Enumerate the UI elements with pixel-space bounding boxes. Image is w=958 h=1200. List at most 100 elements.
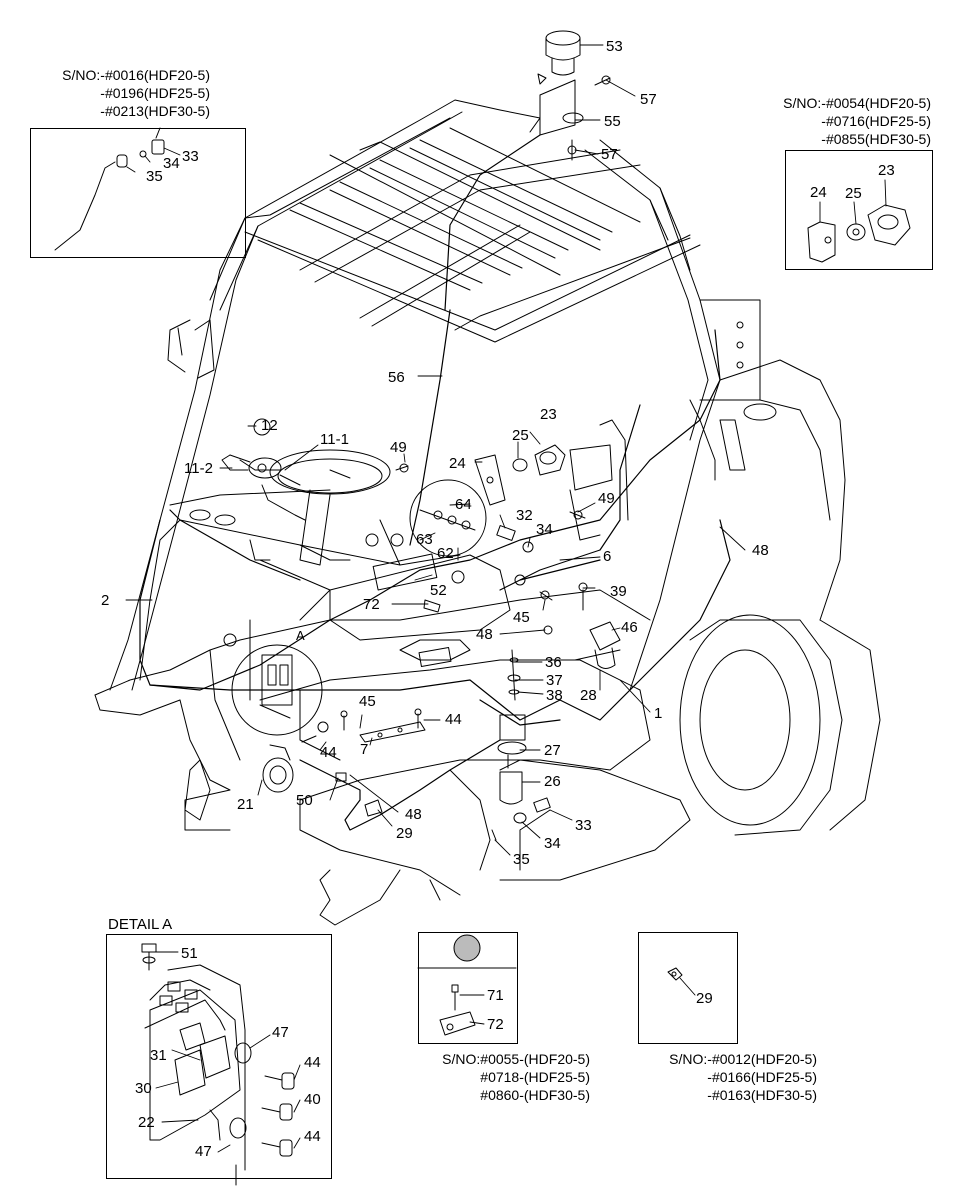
inset-top-left-art (55, 128, 164, 250)
callout-45: 45 (359, 693, 376, 710)
callout-49: 49 (390, 439, 407, 456)
serial-line: -#0213(HDF30-5) (100, 103, 210, 119)
callout-27: 27 (544, 742, 561, 759)
callout-38: 38 (546, 687, 563, 704)
detail-callout-47: 47 (272, 1024, 289, 1041)
callout-56: 56 (388, 369, 405, 386)
callout-11-2: 11-2 (184, 460, 213, 477)
callout-55: 55 (604, 113, 621, 130)
detail-a-art (142, 944, 294, 1185)
serial-line: -#0855(HDF30-5) (821, 131, 931, 147)
callout-49: 49 (598, 490, 615, 507)
callout-12: 12 (261, 417, 278, 434)
callout-1: 1 (654, 705, 663, 722)
serial-note-bottom-right: S/NO:-#0012(HDF20-5) -#0166(HDF25-5) -#0… (637, 1050, 817, 1104)
callout-57: 57 (640, 91, 657, 108)
serial-line: S/NO:-#0012(HDF20-5) (669, 1051, 817, 1067)
callout-57: 57 (601, 146, 618, 163)
serial-line: #0860-(HDF30-5) (480, 1087, 590, 1103)
inset-top-left (30, 128, 246, 258)
serial-line: S/NO:#0055-(HDF20-5) (442, 1051, 590, 1067)
bottom-right-art (668, 968, 682, 980)
callout-44: 44 (320, 744, 337, 761)
callout-26: 26 (544, 773, 561, 790)
callout-11-1: 11-1 (320, 431, 349, 448)
serial-line: -#0166(HDF25-5) (707, 1069, 817, 1085)
mid-callout-72: 72 (487, 1016, 504, 1033)
detail-callout-44: 44 (304, 1128, 321, 1145)
serial-line: -#0163(HDF30-5) (707, 1087, 817, 1103)
callout-23: 23 (878, 162, 895, 179)
inset-bottom-right (638, 932, 738, 1044)
detail-callout-47: 47 (195, 1143, 212, 1160)
callout-6: 6 (603, 548, 612, 565)
callout-34: 34 (544, 835, 561, 852)
detail-callout-31: 31 (150, 1047, 167, 1064)
detail-callout-51: 51 (181, 945, 198, 962)
callout-21: 21 (237, 796, 254, 813)
serial-note-top-right: S/NO:-#0054(HDF20-5) -#0716(HDF25-5) -#0… (750, 94, 931, 148)
callout-44: 44 (445, 711, 462, 728)
beacon-lamp (538, 31, 610, 160)
serial-line: -#0716(HDF25-5) (821, 113, 931, 129)
serial-line: #0718-(HDF25-5) (480, 1069, 590, 1085)
callout-63: 63 (416, 531, 433, 548)
detail-callout-30: 30 (135, 1080, 152, 1097)
rear-wheel (680, 615, 880, 835)
callout-2: 2 (101, 592, 110, 609)
inset-top-right (785, 150, 933, 270)
callout-46: 46 (621, 619, 638, 636)
bottom-mid-art (418, 935, 516, 1035)
detail-callout-22: 22 (138, 1114, 155, 1131)
small-parts (302, 464, 620, 840)
callout-62: 62 (437, 545, 454, 562)
leader-lines (126, 45, 886, 1152)
right-callout-29: 29 (696, 990, 713, 1007)
callout-50: 50 (296, 792, 313, 809)
callout-29: 29 (396, 825, 413, 842)
horn (263, 745, 293, 792)
serial-line: S/NO:-#0054(HDF20-5) (783, 95, 931, 111)
callout-48: 48 (405, 806, 422, 823)
callout-48: 48 (476, 626, 493, 643)
magnified-connector (366, 480, 486, 583)
detail-a-circle (232, 645, 322, 735)
callout-23: 23 (540, 406, 557, 423)
callout-25: 25 (512, 427, 529, 444)
serial-line: S/NO:-#0016(HDF20-5) (62, 67, 210, 83)
callout-36: 36 (545, 654, 562, 671)
serial-line: -#0196(HDF25-5) (100, 85, 210, 101)
callout-24: 24 (449, 455, 466, 472)
callout-53: 53 (606, 38, 623, 55)
inset-bottom-mid (418, 932, 518, 1044)
callout-64: 64 (455, 496, 472, 513)
steering-wheel (240, 450, 390, 565)
serial-note-top-left: S/NO:-#0016(HDF20-5) -#0196(HDF25-5) -#0… (30, 66, 210, 120)
callout-33: 33 (575, 817, 592, 834)
callout-45: 45 (513, 609, 530, 626)
callout-33: 33 (182, 148, 199, 165)
overhead-guard (210, 100, 700, 342)
callout-48: 48 (752, 542, 769, 559)
callout-35: 35 (146, 168, 163, 185)
callout-34: 34 (536, 521, 553, 538)
rear-right-post (630, 188, 845, 690)
callout-25: 25 (845, 185, 862, 202)
serial-note-bottom-mid: S/NO:#0055-(HDF20-5) #0718-(HDF25-5) #08… (412, 1050, 590, 1104)
switch-assembly (475, 420, 628, 540)
callout-7: 7 (360, 741, 369, 758)
front-left-post (110, 218, 258, 690)
detail-callout-40: 40 (304, 1091, 321, 1108)
callout-32: 32 (516, 507, 533, 524)
chassis-frame (95, 590, 690, 925)
detail-a-box (106, 934, 332, 1179)
callout-24: 24 (810, 184, 827, 201)
detail-callout-44: 44 (304, 1054, 321, 1071)
callout-35: 35 (513, 851, 530, 868)
callout-52: 52 (430, 582, 447, 599)
callout-34: 34 (163, 155, 180, 172)
callout-28: 28 (580, 687, 597, 704)
callout-39: 39 (610, 583, 627, 600)
callout-72: 72 (363, 596, 380, 613)
